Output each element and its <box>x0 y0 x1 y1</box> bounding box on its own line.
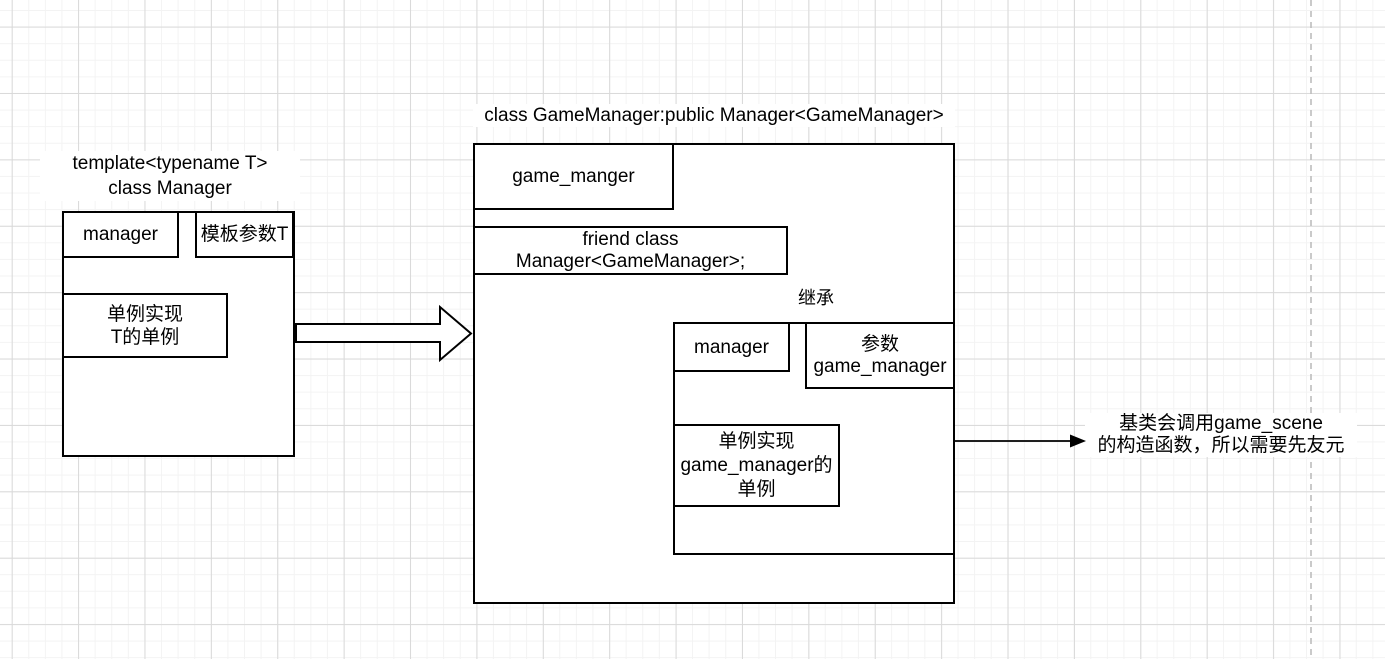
left-template-param-label: 模板参数T <box>200 224 289 245</box>
base-singleton-line1: 单例实现 <box>718 430 795 452</box>
game-class-title-text: class GameManager:public Manager<GameMan… <box>484 105 944 126</box>
friend-declaration-box[interactable]: friend class Manager<GameManager>; <box>473 226 788 275</box>
base-singleton-line3: 单例 <box>737 478 776 500</box>
base-member-label: manager <box>694 336 769 358</box>
left-singleton-box[interactable]: 单例实现 T的单例 <box>62 293 228 358</box>
base-singleton-line2: game_manager的 <box>680 454 833 476</box>
note-line1: 基类会调用game_scene <box>1119 413 1323 434</box>
left-class-title-line1: template<typename T> <box>72 153 268 174</box>
game-class-title[interactable]: class GameManager:public Manager<GameMan… <box>473 104 955 127</box>
left-class-title[interactable]: template<typename T> class Manager <box>40 151 300 201</box>
friend-line2: Manager<GameManager>; <box>515 250 746 272</box>
friend-line1: friend class <box>582 228 679 250</box>
base-member-box[interactable]: manager <box>673 322 790 372</box>
base-singleton-box[interactable]: 单例实现 game_manager的 单例 <box>673 424 840 507</box>
left-member-label: manager <box>83 224 158 245</box>
game-member-box[interactable]: game_manger <box>473 143 674 210</box>
left-class-title-line2: class Manager <box>108 178 232 199</box>
inherit-label[interactable]: 继承 <box>771 287 861 310</box>
base-param-line2: game_manager <box>813 355 947 377</box>
inherit-label-text: 继承 <box>798 288 834 308</box>
left-singleton-line1: 单例实现 <box>106 303 183 325</box>
game-member-label: game_manger <box>512 166 635 187</box>
base-param-line1: 参数 <box>860 333 899 355</box>
base-param-box[interactable]: 参数 game_manager <box>805 322 955 389</box>
note-text[interactable]: 基类会调用game_scene 的构造函数，所以需要先友元 <box>1085 413 1357 457</box>
note-line2: 的构造函数，所以需要先友元 <box>1097 435 1345 456</box>
left-singleton-line2: T的单例 <box>110 326 180 348</box>
left-template-param-box[interactable]: 模板参数T <box>195 211 294 258</box>
left-member-box[interactable]: manager <box>62 211 179 258</box>
